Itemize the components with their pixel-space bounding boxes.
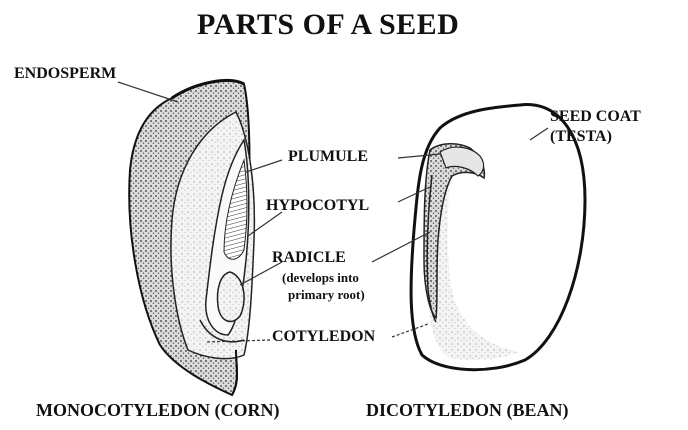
caption-dicot: DICOTYLEDON (BEAN) [366,400,569,421]
label-cotyledon: COTYLEDON [272,328,375,346]
label-radicle-note-1: (develops into [282,270,359,286]
diagram-title: PARTS OF A SEED [197,8,459,42]
label-plumule: PLUMULE [288,148,368,166]
label-endosperm: ENDOSPERM [14,65,116,83]
label-radicle: RADICLE [272,249,346,267]
caption-monocot: MONOCOTYLEDON (CORN) [36,400,280,421]
label-seed-coat: SEED COAT [550,108,641,126]
label-testa: (TESTA) [550,128,612,146]
label-radicle-note-2: primary root) [288,287,365,303]
corn-seed-illustration [129,80,254,395]
label-hypocotyl: HYPOCOTYL [266,197,369,215]
corn-radicle-shape [218,272,245,321]
